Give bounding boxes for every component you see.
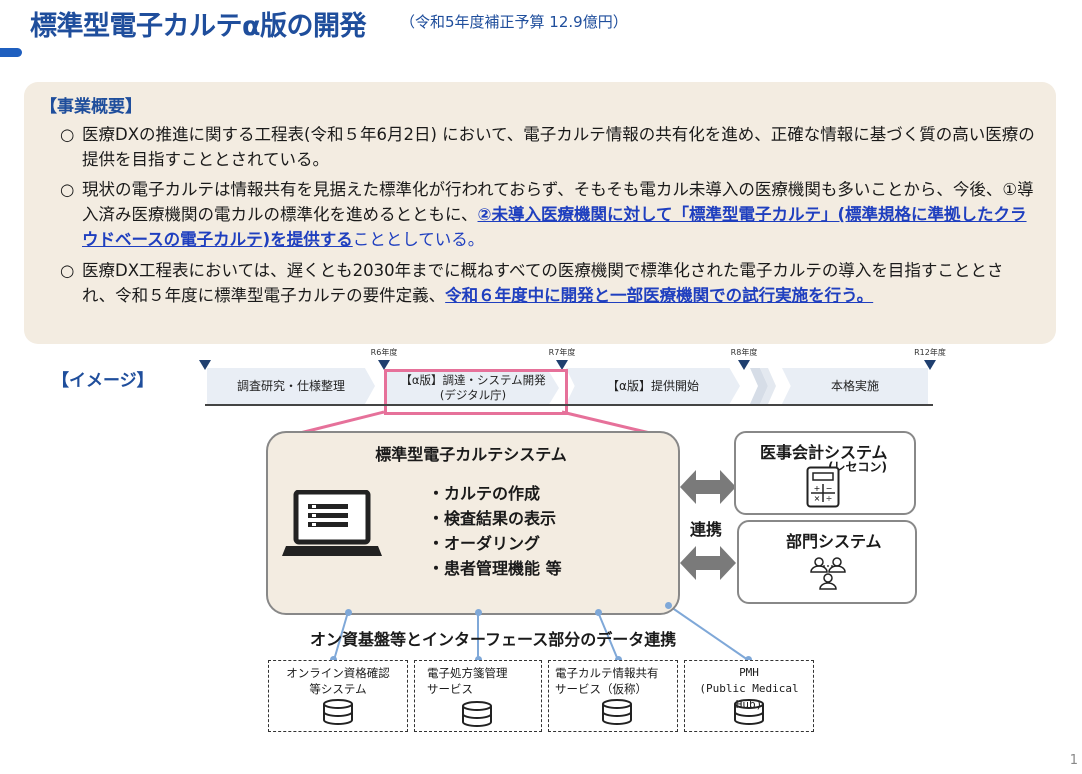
- connection-dot: [475, 609, 482, 616]
- ehr-feature: ・患者管理機能 等: [428, 559, 562, 578]
- database-icon: [323, 699, 353, 725]
- phase-alpha-release: 【α版】提供開始: [566, 368, 740, 404]
- accounting-system-subtitle: (レセコン): [828, 460, 887, 474]
- bullet-marker: ○: [60, 180, 75, 199]
- external-system-eprescription: 電子処方箋管理 サービス: [414, 660, 542, 732]
- bullet-marker: ○: [60, 125, 75, 144]
- ehr-feature: ・オーダリング: [428, 534, 541, 553]
- timeline-start-marker-icon: [199, 360, 211, 370]
- ehr-system-title: 標準型電子カルテシステム: [375, 445, 567, 464]
- svg-text:×: ×: [814, 494, 821, 503]
- svg-text:+: +: [814, 484, 821, 493]
- connection-dot: [615, 656, 622, 663]
- bidirectional-arrow-icon: [680, 546, 736, 580]
- link-label: 連携: [690, 520, 723, 539]
- connection-dot: [665, 602, 672, 609]
- timeline-axis: [205, 404, 933, 406]
- phase-full-rollout: 本格実施: [782, 368, 928, 404]
- bullet-marker: ○: [60, 261, 75, 280]
- timeline-tick-label: R12年度: [914, 348, 946, 357]
- paragraph-text: 医療DX工程表においては、遅くとも2030年までに概ねすべての医療機関で標準化さ…: [82, 261, 1004, 305]
- timeline-marker-icon: [738, 360, 750, 370]
- interface-label: オン資基盤等とインターフェース部分のデータ連携: [310, 630, 677, 649]
- page-subtitle: （令和5年度補正予算 12.9億円）: [400, 13, 628, 31]
- overview-panel: [24, 82, 1056, 344]
- ehr-feature: ・カルテの作成: [428, 484, 541, 503]
- svg-text:−: −: [826, 484, 833, 493]
- timeline-tick-label: R8年度: [730, 348, 758, 357]
- accounting-system-title: 医事会計システム: [760, 443, 888, 462]
- paragraph-text: 医療DXの推進に関する工程表(令和５年6月2日) において、電子カルテ情報の共有…: [82, 125, 1035, 169]
- accent-bar: [0, 48, 22, 57]
- external-system-online-eligibility: オンライン資格確認 等システム: [268, 660, 408, 732]
- connection-dot: [595, 609, 602, 616]
- timeline-marker-icon: [556, 360, 568, 370]
- database-icon: [462, 701, 492, 727]
- external-system-label: オンライン資格確認 等システム: [286, 666, 390, 696]
- page-title: 標準型電子カルテα版の開発: [30, 11, 367, 42]
- database-icon: [734, 699, 764, 725]
- external-system-pmh: PMH (Public Medical Hub): [684, 660, 814, 732]
- phase-development: 【α版】調達・システム開発 (デジタル庁): [387, 371, 559, 405]
- timeline-tick-label: R7年度: [548, 348, 576, 357]
- timeline-marker-icon: [924, 360, 936, 370]
- chevron-right-icon: [750, 368, 776, 404]
- connection-dot: [345, 609, 352, 616]
- overview-paragraph-2: ○ 現状の電子カルテは情報共有を見据えた標準化が行われておらず、そもそも電カル未…: [60, 177, 1035, 252]
- overview-heading: 【事業概要】: [40, 97, 142, 117]
- page-number: 1: [1069, 753, 1078, 768]
- timeline-tick-label: R6年度: [370, 348, 398, 357]
- database-icon: [602, 699, 632, 725]
- department-system-title: 部門システム: [786, 532, 882, 551]
- paragraph-text: こととしている。: [352, 230, 485, 249]
- ehr-feature: ・検査結果の表示: [428, 509, 557, 528]
- connection-dot: [745, 656, 752, 663]
- overview-paragraph-3: ○ 医療DX工程表においては、遅くとも2030年までに概ねすべての医療機関で標準…: [60, 258, 1035, 308]
- image-heading: 【イメージ】: [52, 371, 154, 391]
- svg-text:÷: ÷: [826, 494, 833, 503]
- phase-highlight-frame: [384, 369, 568, 415]
- connection-dot: [475, 656, 482, 663]
- department-system-box: [737, 520, 917, 604]
- external-system-label: 電子処方箋管理 サービス: [427, 666, 508, 696]
- calculator-icon: + − × ÷: [806, 466, 840, 508]
- external-system-label: 電子カルテ情報共有 サービス（仮称）: [555, 666, 659, 696]
- paragraph-text: 現状の電子カルテは情報共有を見据えた標準化が行われておらず、そもそも電カル未導入…: [82, 180, 1034, 224]
- overview-paragraph-1: ○ 医療DXの推進に関する工程表(令和５年6月2日) において、電子カルテ情報の…: [60, 122, 1035, 172]
- bidirectional-arrow-icon: [680, 470, 736, 504]
- laptop-icon: [282, 490, 382, 556]
- external-system-ehr-sharing: 電子カルテ情報共有 サービス（仮称）: [548, 660, 678, 732]
- connection-dot: [330, 656, 337, 663]
- emphasis-link-text[interactable]: 令和６年度中に開発と一部医療機関での試行実施を行う。: [445, 286, 874, 305]
- emphasis-link-text[interactable]: ②未導入医療機関に対して「標準型電子カルテ」(標準規格に準拠したクラウドベースの…: [82, 205, 1027, 249]
- phase-research: 調査研究・仕様整理: [207, 368, 375, 404]
- timeline-marker-icon: [378, 360, 390, 370]
- people-group-icon: [810, 557, 846, 590]
